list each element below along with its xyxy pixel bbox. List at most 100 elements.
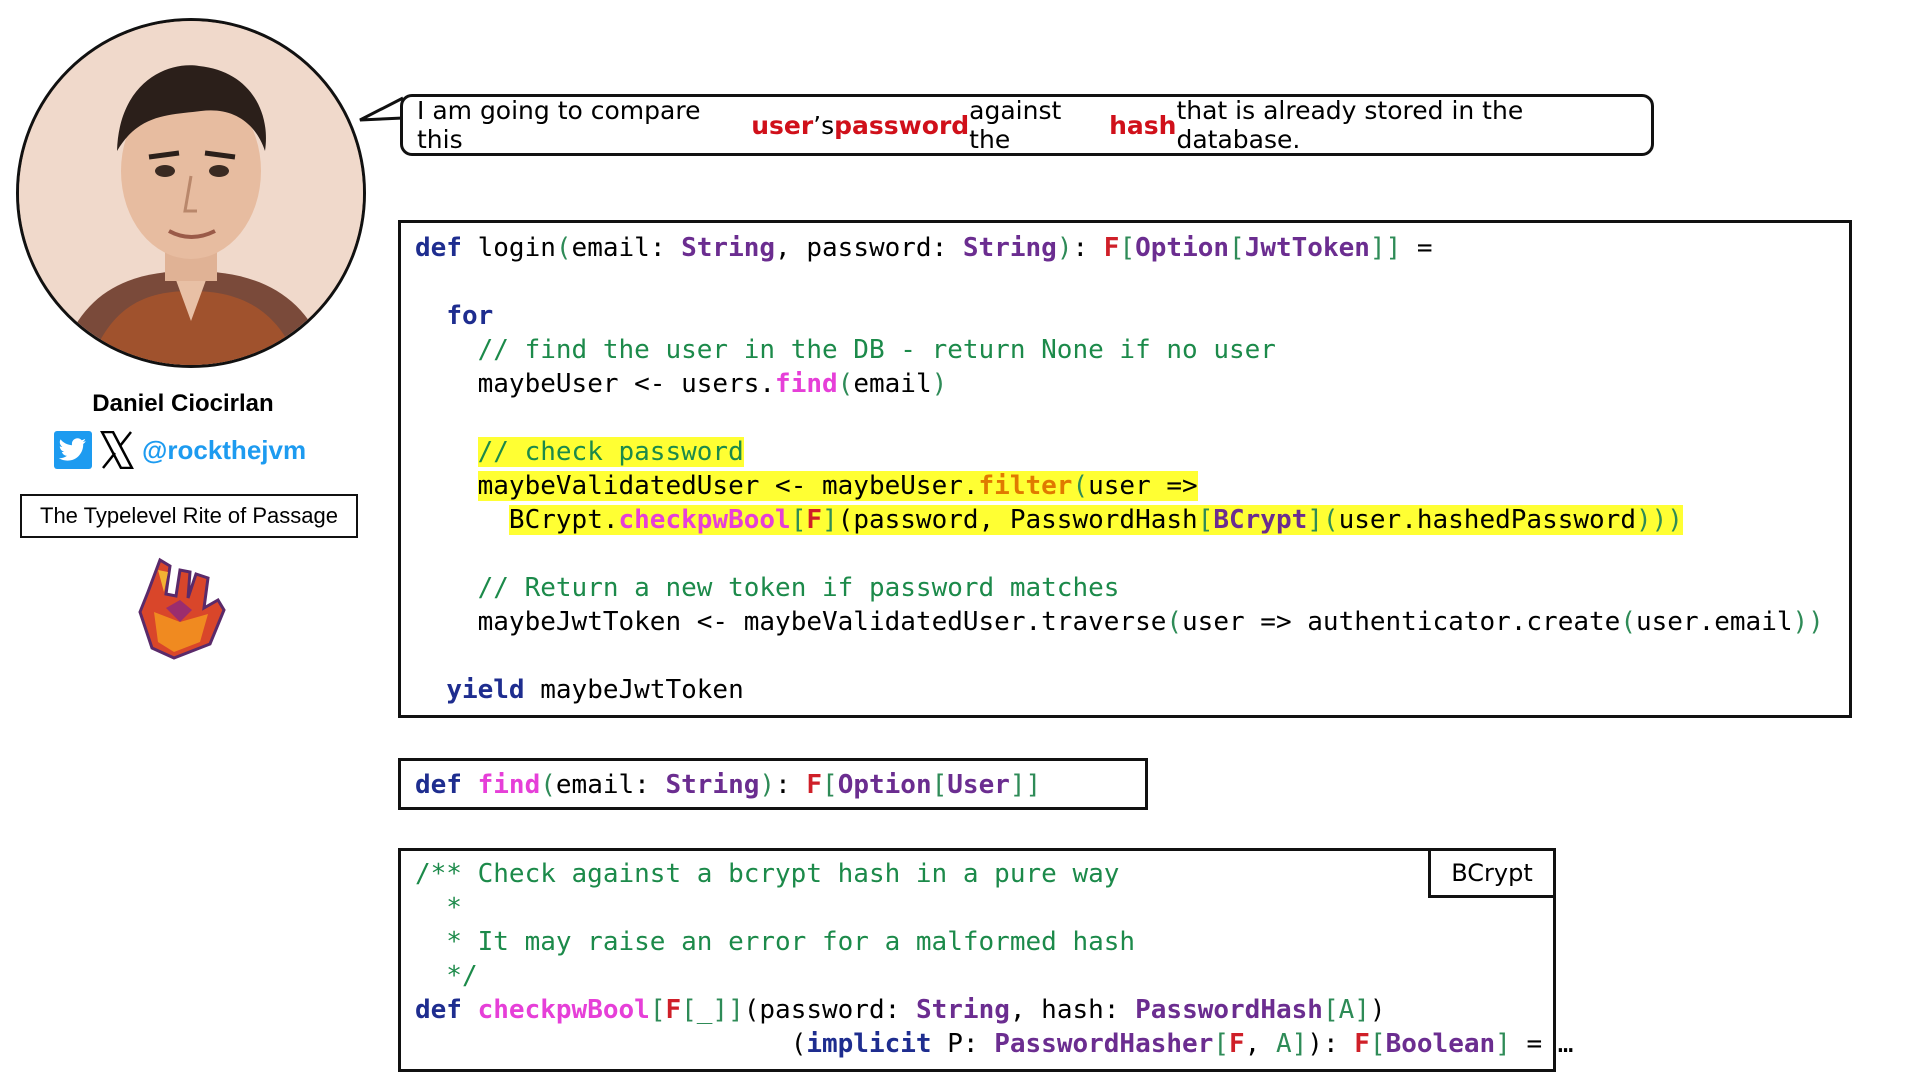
bracket: [ <box>1369 1029 1386 1059</box>
bracket: ] <box>822 505 838 535</box>
social-handle-row: @rockthejvm <box>54 430 306 470</box>
type-param: F <box>1229 1029 1245 1059</box>
bracket: [ <box>931 770 948 800</box>
bubble-text-3: against the <box>969 96 1062 154</box>
keyword: def <box>415 233 462 263</box>
bracket: ] <box>1495 1029 1511 1059</box>
type-param: F <box>806 770 823 800</box>
comment: // find the user in the DB - return None… <box>477 335 1276 365</box>
bcrypt-signature-box: BCrypt /** Check against a bcrypt hash i… <box>398 848 1573 1072</box>
function-name: login <box>461 233 556 263</box>
type-param: F <box>665 995 682 1025</box>
type: Boolean <box>1385 1029 1496 1059</box>
equals: = <box>1401 233 1433 263</box>
type: Option <box>1135 233 1230 263</box>
bracket: [ <box>1119 233 1136 263</box>
bracket: ] <box>1307 505 1323 535</box>
type-param: F <box>806 505 822 535</box>
bracket: ] <box>1291 1029 1308 1059</box>
rock-hand-logo-icon <box>138 557 226 660</box>
social-handle[interactable]: @rockthejvm <box>142 434 307 465</box>
param: email: <box>571 233 682 263</box>
method-name: filter <box>978 471 1073 501</box>
bracket: ]] <box>1369 233 1402 263</box>
paren: )) <box>1792 607 1824 637</box>
type: String <box>665 770 760 800</box>
type-param: A <box>1275 1029 1292 1059</box>
type: User <box>947 770 1010 800</box>
code-text: BCrypt. <box>508 505 619 535</box>
paren: ( <box>1620 607 1636 637</box>
doc-comment: */ <box>415 961 478 991</box>
code-text: maybeUser <- users. <box>477 369 776 399</box>
method-name: find <box>461 770 541 800</box>
bracket: [ <box>1229 233 1245 263</box>
colon: : <box>775 770 807 800</box>
comma: , <box>1244 1029 1276 1059</box>
bracket: [_] <box>681 995 729 1025</box>
paren: ))) <box>1636 505 1683 535</box>
paren: ( <box>540 770 556 800</box>
type-param: A <box>1338 995 1355 1025</box>
paren: ( <box>837 505 854 535</box>
code-text: maybeJwtToken <- maybeValidatedUser.trav… <box>477 607 1167 637</box>
bubble-text-1: I am going to compare this <box>417 96 701 154</box>
find-signature-box: def find(email: String): F[Option[User]] <box>398 758 1148 810</box>
code-text: user.hashedPassword <box>1338 505 1636 535</box>
code-text: maybeValidatedUser <- maybeUser. <box>477 471 979 501</box>
paren: ) <box>1307 1029 1323 1059</box>
code-text: user => authenticator.create <box>1182 607 1621 637</box>
type: Option <box>837 770 932 800</box>
code-text: password, PasswordHash <box>853 505 1198 535</box>
bubble-word-hash: hash <box>1109 110 1177 140</box>
comma: , <box>775 233 807 263</box>
type: String <box>681 233 776 263</box>
code-line-def: def login(email: String, password: Strin… <box>415 233 1433 263</box>
equals: = … <box>1510 1029 1574 1059</box>
type: PasswordHash <box>1135 995 1323 1025</box>
type: String <box>962 233 1057 263</box>
highlighted-line: BCrypt.checkpwBool[F](password, Password… <box>508 505 1683 535</box>
bracket: [ <box>1322 995 1339 1025</box>
keyword: def <box>415 770 462 800</box>
keyword: def <box>415 995 462 1025</box>
bracket: [ <box>822 770 838 800</box>
comment: // Return a new token if password matche… <box>477 573 1120 603</box>
highlighted-comment: // check password <box>477 437 744 467</box>
bcrypt-tag: BCrypt <box>1428 848 1556 898</box>
param: password: <box>806 233 963 263</box>
method-name: checkpwBool <box>618 505 791 535</box>
indent <box>415 1029 791 1059</box>
doc-comment: * It may raise an error for a malformed … <box>415 927 1136 957</box>
type: JwtToken <box>1244 233 1370 263</box>
paren: ) <box>1056 233 1073 263</box>
paren: ) <box>931 369 948 399</box>
paren: ( <box>743 995 760 1025</box>
paren: ) <box>1369 995 1386 1025</box>
bracket: [ <box>649 995 666 1025</box>
speaker-name: Daniel Ciocirlan <box>92 390 274 417</box>
bracket: ] <box>1354 995 1370 1025</box>
keyword-for: for <box>446 301 494 331</box>
paren: ( <box>555 233 572 263</box>
x-icon[interactable] <box>100 431 134 469</box>
code-text: user.email <box>1635 607 1793 637</box>
bracket: ] <box>728 995 744 1025</box>
bubble-word-user: user <box>751 110 814 140</box>
twitter-bird-icon <box>59 438 86 461</box>
param: email: <box>555 770 666 800</box>
param: password: <box>759 995 916 1025</box>
type-param: F <box>1354 1029 1370 1059</box>
doc-comment: /** Check against a bcrypt hash in a pur… <box>415 859 1120 889</box>
speaker-avatar <box>16 18 366 368</box>
method-name: find <box>775 369 838 399</box>
type-param: F <box>1103 233 1120 263</box>
type: PasswordHasher <box>994 1029 1214 1059</box>
paren: ( <box>837 369 854 399</box>
highlighted-line: maybeValidatedUser <- maybeUser.filter(u… <box>477 471 1198 501</box>
method-name: checkpwBool <box>461 995 650 1025</box>
portrait-illustration <box>19 21 363 365</box>
code-text: maybeJwtToken <box>524 675 744 705</box>
speech-bubble-tail <box>359 96 404 122</box>
twitter-icon[interactable] <box>54 431 92 469</box>
